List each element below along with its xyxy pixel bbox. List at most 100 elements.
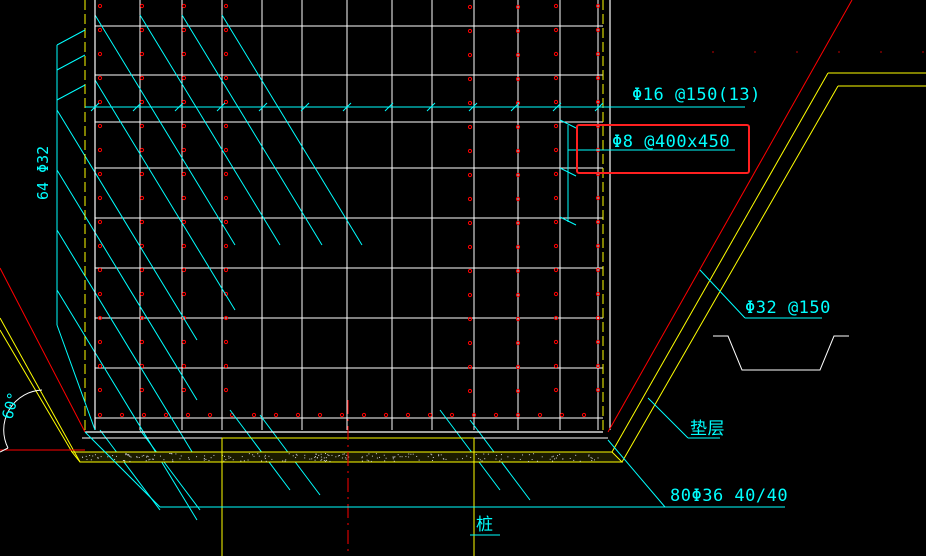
speckle: [552, 460, 554, 462]
rebar-dot: [97, 315, 103, 321]
speckle: [500, 458, 502, 460]
rebar-dot: [515, 244, 521, 250]
rebar-dot: [553, 291, 559, 297]
speckle: [531, 459, 533, 461]
rebar-dot: [553, 171, 559, 177]
rebar-section-dots: [97, 3, 601, 418]
speckle: [107, 456, 109, 458]
speckle: [541, 456, 543, 458]
speckle: [147, 456, 149, 458]
rebar-dot: [223, 339, 229, 345]
rebar-dot: [139, 195, 145, 201]
rebar-dot: [181, 291, 187, 297]
speckle: [145, 460, 147, 462]
speckle: [345, 457, 347, 459]
speckle: [440, 454, 442, 456]
diagonal-line: [56, 289, 198, 521]
rebar-dot: [467, 124, 473, 130]
speckle: [265, 460, 267, 462]
speckle: [590, 457, 592, 459]
speckle: [366, 455, 368, 457]
speckle: [466, 455, 468, 457]
rebar-dot: [139, 387, 145, 393]
rebar-dot: [595, 363, 601, 369]
rebar-dot: [223, 171, 229, 177]
rebar-dot: [181, 27, 187, 33]
speckle: [188, 458, 190, 460]
speckle: [438, 454, 440, 456]
rebar-dot: [559, 412, 565, 418]
speckle: [361, 457, 363, 459]
speckle: [282, 460, 284, 462]
rebar-dot: [97, 3, 103, 9]
speckle: [475, 454, 477, 456]
speckle: [343, 453, 345, 455]
speckle: [536, 460, 538, 462]
rebar-dot: [467, 76, 473, 82]
rebar-dot: [97, 243, 103, 249]
speckle: [528, 460, 530, 462]
rebar-dot: [97, 51, 103, 57]
speckle: [112, 455, 114, 457]
rebar-dot: [119, 412, 125, 418]
speckle: [188, 457, 190, 459]
rebar-dot: [207, 412, 213, 418]
stirrup-label[interactable]: Φ8 @400x450: [612, 132, 730, 152]
angle-arc: [0, 389, 43, 453]
rebar-dot: [223, 387, 229, 393]
speckle: [196, 456, 198, 458]
rebar-dot: [139, 171, 145, 177]
rebar-dot: [553, 339, 559, 345]
rebar-dot: [405, 412, 411, 418]
rebar-dot: [97, 219, 103, 225]
dimension-tick: [552, 102, 562, 112]
rebar-dot: [97, 171, 103, 177]
side-rebar-label: Φ32 @150: [745, 298, 831, 318]
speckle: [376, 457, 378, 459]
dimension-tick: [174, 102, 184, 112]
dimension-tick: [342, 102, 352, 112]
speckle: [208, 460, 210, 462]
foundation-edge: [0, 0, 926, 451]
speckle: [499, 460, 501, 462]
speckle: [445, 458, 447, 460]
rebar-dot: [595, 51, 601, 57]
rebar-dot: [467, 220, 473, 226]
rebar-dot: [139, 363, 145, 369]
speckle: [416, 455, 418, 457]
rebar-dot: [553, 363, 559, 369]
speckle: [261, 460, 263, 462]
speckle: [180, 455, 182, 457]
rebar-dot: [361, 412, 367, 418]
rebar-dot: [223, 3, 229, 9]
speckle: [170, 453, 172, 455]
rebar-dot: [595, 195, 601, 201]
speckle: [370, 460, 372, 462]
speckle: [338, 455, 340, 457]
rebar-dot: [595, 99, 601, 105]
rebar-dot: [181, 75, 187, 81]
speckle: [114, 458, 116, 460]
speckle: [368, 460, 370, 462]
rebar-dot: [595, 219, 601, 225]
speckle: [408, 453, 410, 455]
speckle: [438, 455, 440, 457]
speckle: [143, 454, 145, 456]
rebar-dot: [467, 340, 473, 346]
speckle: [129, 455, 131, 457]
stirrup-dimension: [559, 119, 735, 226]
speckle: [90, 459, 92, 461]
speckle: [225, 459, 227, 461]
speckle: [243, 460, 245, 462]
speckle: [443, 458, 445, 460]
rebar-dot: [553, 75, 559, 81]
speckle: [588, 454, 590, 456]
rebar-dot: [223, 51, 229, 57]
speckle: [203, 458, 205, 460]
speckle: [125, 453, 127, 455]
speckle: [304, 457, 306, 459]
rebar-dot: [97, 363, 103, 369]
stirrup-highlight-box[interactable]: [576, 124, 750, 174]
